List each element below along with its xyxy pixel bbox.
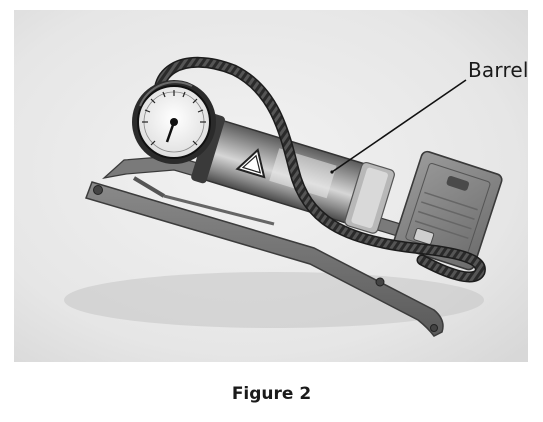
figure-caption: Figure 2: [231, 384, 312, 404]
foot-pump-photo: [14, 10, 528, 362]
barrel-callout-label: Barrel: [468, 58, 529, 82]
